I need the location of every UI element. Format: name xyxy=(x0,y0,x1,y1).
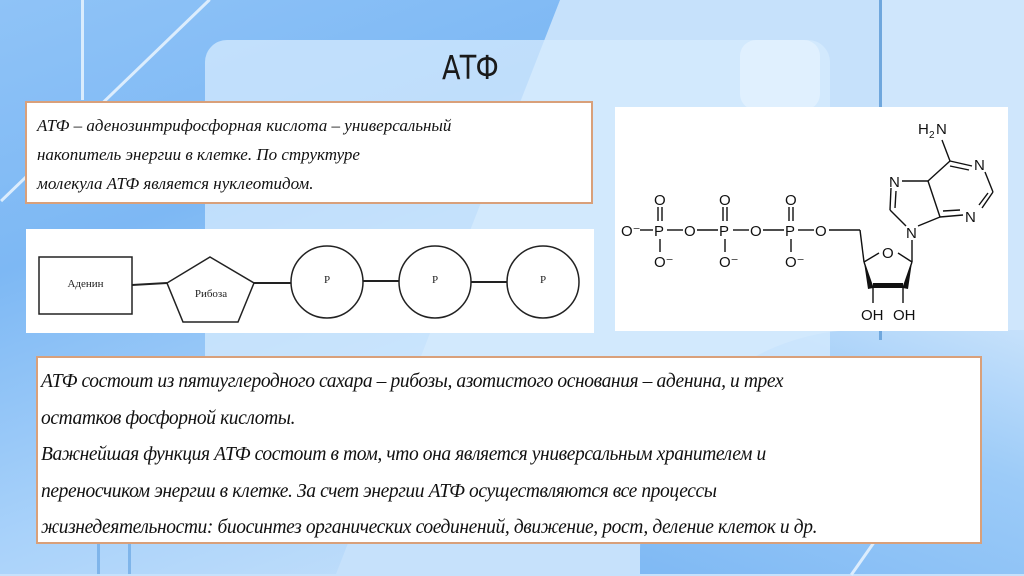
phosphate-label: P xyxy=(324,274,330,286)
description-text-box: АТФ состоит из пятиуглеродного сахара – … xyxy=(36,356,982,544)
amino-n-label: N xyxy=(936,121,947,138)
ribose-pentagon xyxy=(166,256,255,323)
phosphate-label: P xyxy=(432,274,438,286)
oxygen-label: O xyxy=(815,223,827,240)
oxygen-anion-label: O⁻ xyxy=(785,254,805,271)
amino-subscript: 2 xyxy=(929,130,935,141)
description-line: переносчиком энергии в клетке. За счет э… xyxy=(41,480,717,502)
nitrogen-label: N xyxy=(889,174,900,191)
phosphorus-label: P xyxy=(785,223,795,240)
adenine-block xyxy=(38,256,133,315)
background-vertical-line-light xyxy=(81,0,84,100)
ring-oxygen-label: O xyxy=(882,245,894,262)
ribose-label: Рибоза xyxy=(195,288,227,300)
phosphorus-label: P xyxy=(654,223,664,240)
hydroxyl-label: OH xyxy=(893,307,916,324)
slide-title: АТФ xyxy=(442,48,499,87)
oxygen-label: O xyxy=(684,223,696,240)
phosphate-label: P xyxy=(540,274,546,286)
description-line: остатков фосфорной кислоты. xyxy=(41,407,296,429)
oxygen-anion-label: O⁻ xyxy=(621,223,641,240)
oxygen-label: O xyxy=(719,192,731,209)
nitrogen-label: N xyxy=(974,157,985,174)
bond-line xyxy=(131,282,168,286)
description-line: Важнейшая функция АТФ состоит в том, что… xyxy=(41,444,766,465)
atp-structural-formula: O⁻ P O P O P O O O O O⁻ O⁻ O⁻ O OH OH N … xyxy=(615,107,1008,331)
nitrogen-label: N xyxy=(906,225,917,242)
intro-line: накопитель энергии в клетке. По структур… xyxy=(37,145,360,164)
oxygen-label: O xyxy=(750,223,762,240)
description-line: АТФ состоит из пятиуглеродного сахара – … xyxy=(41,371,784,392)
wedge-bond xyxy=(864,262,873,289)
intro-line: молекула АТФ является нуклеотидом. xyxy=(37,174,314,193)
hydroxyl-label: OH xyxy=(861,307,884,324)
oxygen-label: O xyxy=(654,192,666,209)
adenine-label: Аденин xyxy=(67,278,103,290)
wedge-bond xyxy=(903,262,912,289)
background-panel-small xyxy=(740,40,820,110)
oxygen-anion-label: O⁻ xyxy=(719,254,739,271)
phosphate-circle xyxy=(506,245,580,319)
wedge-bond xyxy=(873,283,903,288)
intro-line: АТФ – аденозинтрифосфорная кислота – уни… xyxy=(37,116,452,135)
atp-schema-diagram: Аденин Рибоза P P P xyxy=(26,229,594,333)
oxygen-anion-label: O⁻ xyxy=(654,254,674,271)
amino-h-label: H xyxy=(918,121,929,138)
intro-text-box: АТФ – аденозинтрифосфорная кислота – уни… xyxy=(25,101,593,204)
oxygen-label: O xyxy=(785,192,797,209)
background-vertical-line-bottom xyxy=(128,540,131,574)
description-line: жизнедеятельности: биосинтез органически… xyxy=(41,517,818,538)
nitrogen-label: N xyxy=(965,209,976,226)
phosphorus-label: P xyxy=(719,223,729,240)
background-vertical-line-bottom xyxy=(97,540,100,574)
